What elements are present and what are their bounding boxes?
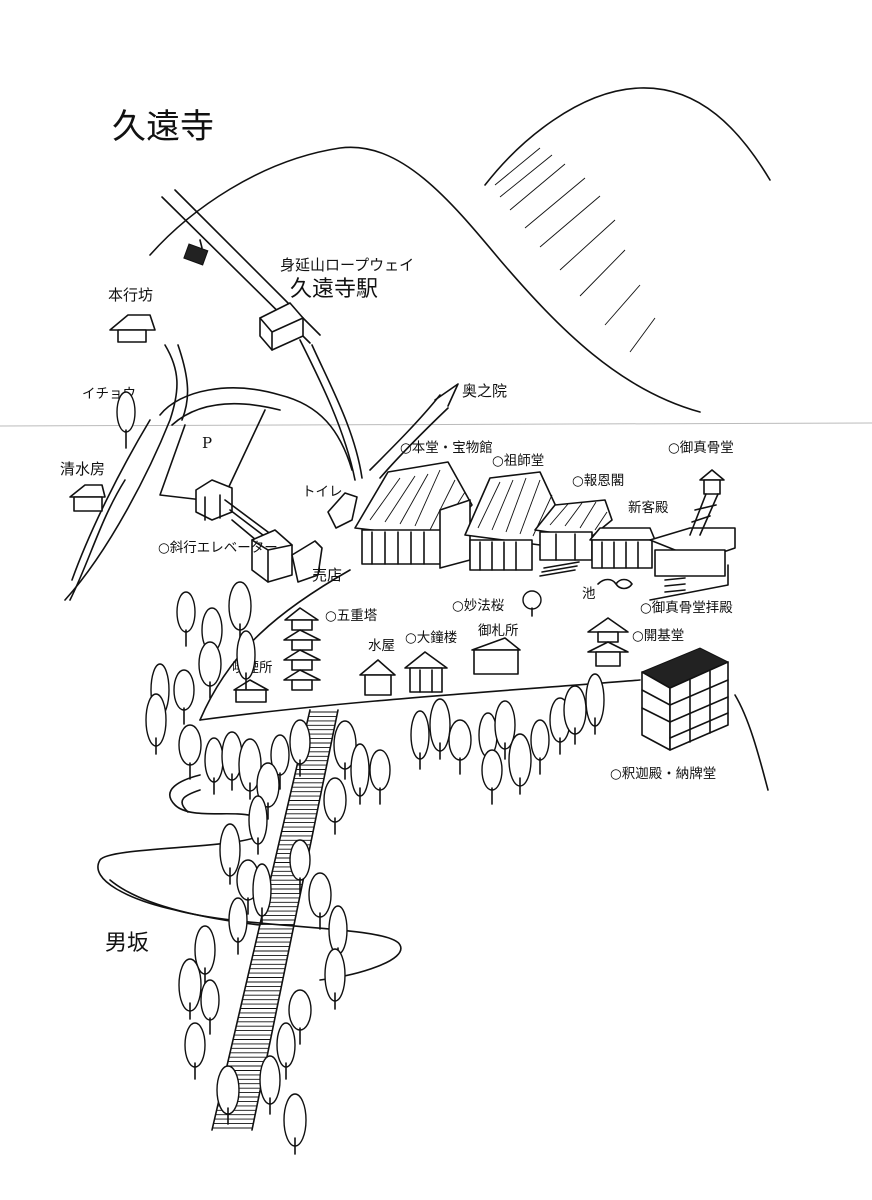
label-toilet: トイレ [302,484,343,500]
tree-icon [173,669,195,725]
gondola-icon [183,239,209,266]
tree-icon [178,958,202,1020]
tree-icon [289,839,311,895]
label-hondo: ○本堂・宝物館 [400,440,493,456]
label-goshinkotsudo: ○御真骨堂 [668,440,734,456]
tree-icon [248,795,268,855]
ropeway-station-building [259,302,304,351]
tree-icon [585,673,605,735]
label-honkyobo: 本行坊 [108,286,153,304]
tree-icon [324,948,346,1010]
label-shop: 売店 [312,566,342,584]
label-pond: 池 [582,586,596,602]
label-shimizubo: 清水房 [60,460,105,478]
label-kaikido: ○開基堂 [632,627,684,644]
tree-icon [308,872,332,930]
tree-icon [238,738,262,800]
map-title: 久遠寺 [112,107,214,147]
label-parking: P [202,434,212,452]
tree-icon [522,590,542,617]
pagoda-icon [689,469,725,536]
tree-icon [481,749,503,805]
tree-icon [429,698,451,760]
tree-icon [276,1022,296,1080]
tree-icon [333,720,357,780]
tree-icon [194,925,216,985]
tree-icon [350,743,370,805]
label-elevator: ○斜行エレベーター [158,540,278,556]
label-shakaden: ○釈迦殿・納牌堂 [610,765,716,782]
tree-icon [369,749,391,805]
label-shinkyakuden: 新客殿 [628,499,669,516]
elevator-structure [195,479,293,583]
tree-icon [259,1055,281,1115]
tree-icon [283,1093,307,1155]
hill-edge [734,694,769,791]
mountains [149,87,771,413]
shop-building [291,540,323,583]
paper-fold-line [0,422,872,427]
label-gofudasho: 御札所 [478,623,519,639]
kitsuensho-building [233,679,269,703]
tree-icon [184,1022,206,1080]
tree-icon [288,989,312,1045]
tree-icon [176,591,196,647]
tree-icon [530,719,550,775]
label-myohozakura: ○妙法桜 [452,598,505,614]
label-otokozaka: 男坂 [105,931,149,956]
label-goshinkotsudo-haiden: ○御真骨堂拝殿 [640,600,733,616]
label-ropeway-line1: 身延山ロープウェイ [280,256,414,274]
label-suiya: 水屋 [368,638,395,654]
tree-icon [204,737,224,795]
label-ropeway-line2: 久遠寺駅 [290,277,378,302]
tree-icon [289,719,311,777]
tree-icon [198,641,222,699]
temple-building-icon [69,484,106,512]
pond [597,578,633,590]
pagoda-icon [283,607,321,691]
tree-icon [145,693,167,755]
stairs-icon [539,561,686,593]
tree-icon [508,733,532,795]
tree-icon [448,719,472,775]
label-soshido: ○祖師堂 [492,453,544,469]
tree-icon [178,724,202,780]
tree-icon [228,581,252,641]
shakaden-building [640,647,730,751]
label-gojunoto: ○五重塔 [325,608,378,624]
daishoro-building [404,651,448,693]
tree-icon [216,1065,240,1125]
tree-icon [116,391,136,449]
tree-icon [200,979,220,1035]
gofudasho-building [471,637,521,675]
tree-icon [270,734,290,790]
tree-icon [323,777,347,835]
label-hoonkaku: ○報恩閣 [572,473,624,489]
hoonkaku-building [534,499,613,561]
tree-icon [494,700,516,760]
tree-icon [219,823,241,885]
label-daishoro: ○大鐘楼 [405,629,457,646]
paths [64,339,459,601]
tree-icon [252,863,272,925]
soshido-building [464,471,561,571]
toilet-building [327,492,358,529]
shinkyakuden-building [589,527,736,577]
suiya-building [359,659,396,696]
temple-building-icon [109,314,156,343]
label-okunoin: 奥之院 [462,382,507,400]
pagoda-icon [587,617,629,667]
hondo-building [354,461,473,569]
forest [145,581,605,1155]
tree-icon [236,630,256,690]
tree-icon [256,762,280,820]
tree-icon [410,710,430,770]
tree-icon [228,897,248,955]
